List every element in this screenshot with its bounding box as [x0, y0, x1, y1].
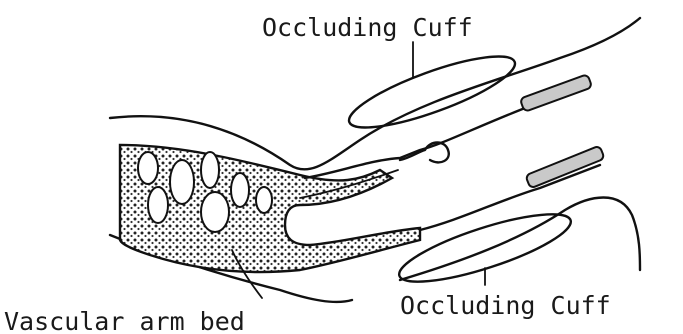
- vessel-loop: [138, 152, 158, 184]
- vessel-loop: [256, 187, 272, 213]
- arm-bed-label: Vascular arm bed: [4, 307, 245, 334]
- forearm-outline-bottom: [400, 198, 640, 281]
- vessel-loop: [170, 160, 194, 204]
- vessel-loop: [231, 173, 249, 207]
- top-cuff-label: Occluding Cuff: [262, 13, 473, 42]
- vessel-loop: [148, 187, 168, 223]
- top-occluding-cuff: [342, 43, 521, 141]
- vessel-loop: [201, 192, 229, 232]
- vessel-loop: [201, 152, 219, 188]
- bottom-cuff-label: Occluding Cuff: [400, 291, 611, 320]
- upper-stippled-segment: [520, 74, 592, 112]
- upper-connector: [400, 143, 449, 163]
